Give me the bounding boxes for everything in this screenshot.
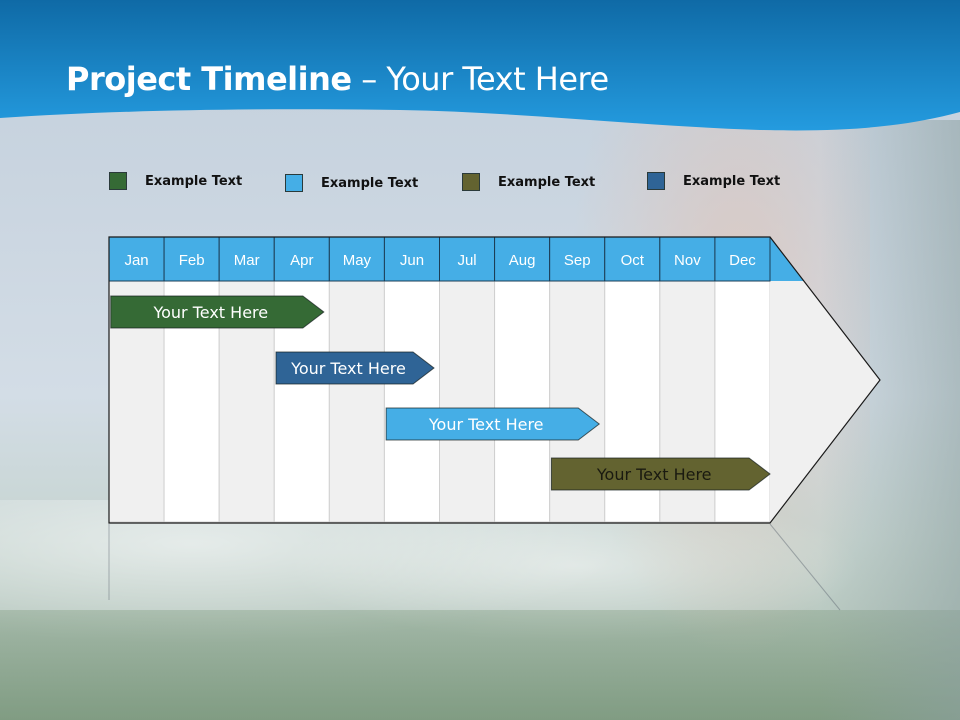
legend-item: Example Text xyxy=(109,170,242,192)
month-label-sep: Sep xyxy=(564,252,591,269)
legend-item: Example Text xyxy=(462,171,595,193)
month-label-mar: Mar xyxy=(234,252,260,269)
month-label-jul: Jul xyxy=(457,252,476,269)
month-column xyxy=(439,280,496,523)
month-label-dec: Dec xyxy=(729,252,756,269)
month-header-cell xyxy=(549,236,606,282)
timeline-border xyxy=(108,236,881,524)
month-header: Jan Feb Mar Apr May Jun Jul Aug Sep Oct Nov Dec xyxy=(108,236,771,282)
reflection-arrow-edge xyxy=(769,523,841,611)
task-bar-shape[interactable] xyxy=(275,351,435,385)
month-header-cell xyxy=(383,236,440,282)
month-column xyxy=(328,280,385,523)
legend-label: Example Text xyxy=(145,173,243,189)
title-bold: Project Timeline xyxy=(66,60,352,98)
task-bar-shape[interactable] xyxy=(550,457,771,491)
arrow-head-fill xyxy=(770,237,880,523)
title-subtitle: – Your Text Here xyxy=(351,60,609,98)
month-header-cell xyxy=(439,236,496,282)
legend-item: Example Text xyxy=(647,170,780,192)
month-header-cell xyxy=(218,236,275,282)
month-header-cell xyxy=(659,236,716,282)
legend-swatch-olive xyxy=(462,173,480,191)
month-label-feb: Feb xyxy=(179,252,205,269)
month-header-cell xyxy=(273,236,330,282)
legend-item: Example Text xyxy=(285,172,418,194)
month-header-cell xyxy=(714,236,771,282)
timeline-reflection xyxy=(108,523,841,611)
timeline-outline xyxy=(108,236,881,524)
task-bar-shape[interactable] xyxy=(385,407,601,441)
task-bar-label: Your Text Here xyxy=(428,415,544,434)
timeline-arrow-head xyxy=(770,237,880,523)
month-label-aug: Aug xyxy=(509,252,536,269)
month-label-oct: Oct xyxy=(621,252,645,269)
task-bar[interactable]: Your Text Here xyxy=(110,295,325,329)
month-header-cell xyxy=(108,236,165,282)
task-bar-label: Your Text Here xyxy=(152,303,268,322)
month-label-jan: Jan xyxy=(124,252,148,269)
month-column xyxy=(494,280,551,523)
legend-label: Example Text xyxy=(498,174,596,190)
month-column xyxy=(383,280,440,523)
legend-swatch-dark-blue xyxy=(647,172,665,190)
task-bar[interactable]: Your Text Here xyxy=(275,351,435,385)
month-header-cell xyxy=(328,236,385,282)
month-label-nov: Nov xyxy=(674,252,701,269)
legend-label: Example Text xyxy=(321,175,419,191)
task-bar[interactable]: Your Text Here xyxy=(385,407,601,441)
title-banner xyxy=(0,0,960,131)
month-header-cell xyxy=(163,236,220,282)
month-label-jun: Jun xyxy=(400,252,424,269)
month-label-may: May xyxy=(343,252,372,269)
task-bar-label: Your Text Here xyxy=(290,359,406,378)
legend-swatch-light-blue xyxy=(285,174,303,192)
task-bar[interactable]: Your Text Here xyxy=(550,457,771,491)
month-label-apr: Apr xyxy=(290,252,313,269)
month-header-cell xyxy=(494,236,551,282)
task-bar-shape[interactable] xyxy=(110,295,325,329)
legend-label: Example Text xyxy=(683,173,781,189)
task-bar-label: Your Text Here xyxy=(596,465,712,484)
page-title: Project Timeline – Your Text Here xyxy=(66,60,609,98)
legend-swatch-green xyxy=(109,172,127,190)
